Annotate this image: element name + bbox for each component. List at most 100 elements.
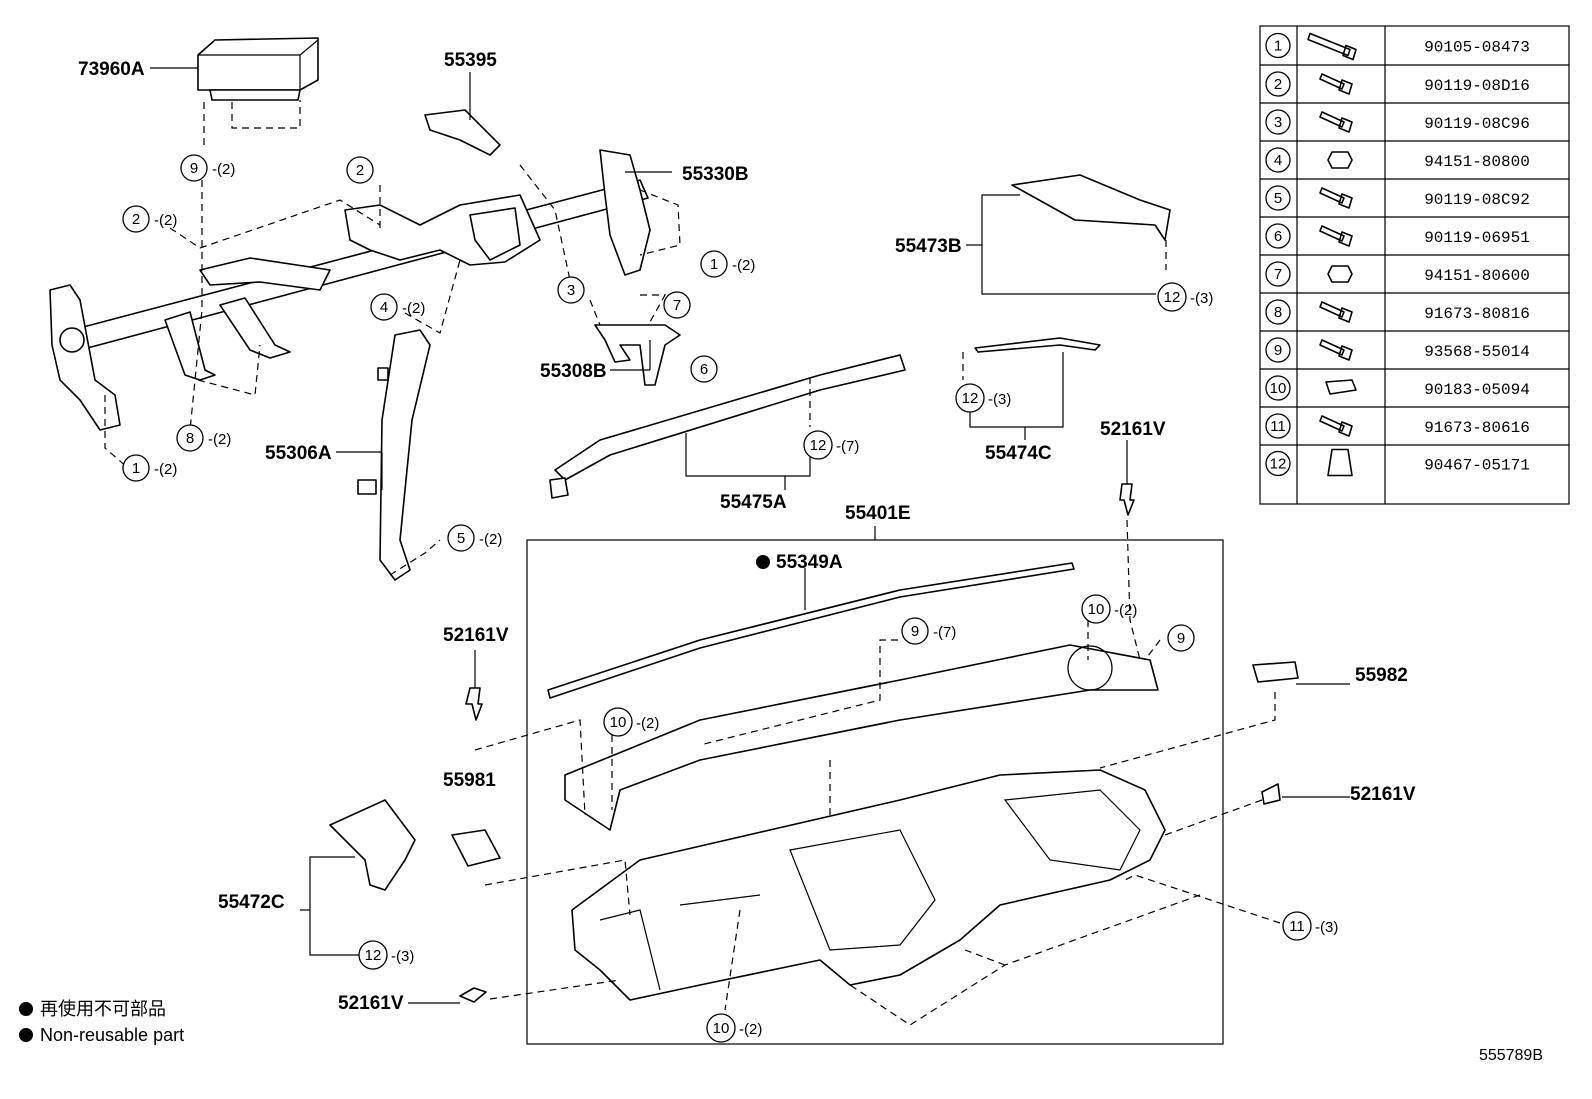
ref-number-circle [1265, 261, 1291, 287]
label-55473B: 55473B [895, 236, 962, 257]
part-number: 90119-08D16 [1424, 77, 1530, 95]
callout-quantity: -(3) [391, 948, 414, 965]
label-55475A: 55475A [720, 492, 787, 513]
part-labels: 73960A 55395 55330B 55473B 55308B 55306A… [78, 50, 1416, 1014]
callout-quantity: -(2) [154, 461, 177, 478]
callout-number: 12 [365, 947, 382, 964]
fastener-table [1259, 25, 1570, 505]
ref-number-circle [1265, 413, 1291, 439]
ref-number-circle [1265, 71, 1291, 97]
fastener-icon [1319, 415, 1353, 437]
fastener-icon [1327, 265, 1353, 283]
part-number: 90119-08C92 [1424, 191, 1530, 209]
part-number: 90119-08C96 [1424, 115, 1530, 133]
callout-number: 1 [132, 460, 140, 477]
label-52161V-left: 52161V [443, 625, 509, 646]
ref-number: 1 [1274, 38, 1282, 55]
callout-number: 3 [567, 282, 575, 299]
fastener-icon [1327, 448, 1353, 477]
label-52161V-bottom: 52161V [338, 993, 404, 1014]
label-55395: 55395 [444, 50, 497, 71]
ref-number: 4 [1274, 152, 1282, 169]
label-73960A: 73960A [78, 59, 145, 80]
callout-quantity: -(3) [988, 391, 1011, 408]
part-number: 94151-80800 [1424, 153, 1530, 171]
callout-number: 11 [1289, 918, 1305, 935]
part-number: 90467-05171 [1424, 457, 1530, 475]
part-number: 94151-80600 [1424, 267, 1530, 285]
legend-dot-icon [19, 1002, 33, 1016]
callout-number: 2 [132, 211, 140, 228]
fastener-icon [1307, 32, 1357, 61]
non-reusable-dot-icon [756, 555, 770, 569]
part-number: 90183-05094 [1424, 381, 1530, 399]
fastener-icon [1319, 111, 1353, 133]
label-55474C: 55474C [985, 443, 1052, 464]
label-55401E: 55401E [845, 503, 911, 524]
part-number: 90105-08473 [1424, 39, 1530, 57]
callout-quantity: -(2) [739, 1021, 762, 1038]
label-52161V-top: 52161V [1100, 419, 1166, 440]
callout-number: 12 [962, 390, 979, 407]
fastener-icon [1319, 339, 1353, 361]
fastener-icon [1325, 379, 1357, 395]
fastener-row: 8 91673-80816 [1260, 292, 1569, 325]
label-55330B: 55330B [682, 164, 749, 185]
callout-circles [122, 154, 1312, 1043]
ref-number: 8 [1274, 304, 1282, 321]
fastener-icon [1327, 151, 1353, 169]
callout-quantity: -(2) [1114, 602, 1137, 619]
fastener-row: 10 90183-05094 [1260, 368, 1569, 401]
callout-number: 8 [186, 430, 194, 447]
callout-quantity: -(2) [636, 715, 659, 732]
legend-en: Non-reusable part [40, 1025, 184, 1045]
ref-number-circle [1265, 337, 1291, 363]
part-number: 91673-80616 [1424, 419, 1530, 437]
callout-number: 9 [911, 623, 919, 640]
callout-number: 10 [713, 1020, 730, 1037]
callout-number: 12 [1164, 289, 1181, 306]
fastener-icon [1319, 225, 1353, 247]
label-55982: 55982 [1355, 665, 1408, 686]
callout-number: 5 [457, 530, 465, 547]
callout-quantity: -(2) [212, 161, 235, 178]
ref-number-circle [1265, 185, 1291, 211]
leader-lines [104, 67, 1350, 1026]
callout-number: 4 [380, 299, 388, 316]
callout-number: 2 [356, 162, 364, 179]
callout-number: 6 [700, 361, 708, 378]
ref-number: 10 [1270, 380, 1287, 397]
fastener-row: 1 90105-08473 [1265, 32, 1530, 61]
ref-number-circle [1265, 109, 1291, 135]
fastener-icon [1319, 187, 1353, 209]
callout-quantity: -(2) [402, 300, 425, 317]
fastener-icon [1319, 301, 1353, 323]
callout-quantity: -(3) [1315, 919, 1338, 936]
callout-quantity: -(3) [1190, 290, 1213, 307]
fastener-row: 4 94151-80800 [1260, 140, 1569, 173]
figure-id: 555789B [1479, 1047, 1543, 1064]
callout-labels: 9-(2)22-(2)1-(2)3764-(2)8-(2)1-(2)5-(2)1… [132, 160, 1339, 1038]
ref-number: 6 [1274, 228, 1282, 245]
callout-quantity: -(7) [836, 438, 859, 455]
callout-quantity: -(2) [732, 257, 755, 274]
callout-number: 1 [710, 256, 718, 273]
legend-dot-icon [19, 1028, 33, 1042]
ref-number: 5 [1274, 190, 1282, 207]
callout-number: 10 [1088, 601, 1105, 618]
dashboard-assembly [329, 483, 1299, 1003]
part-number: 91673-80816 [1424, 305, 1530, 323]
legend-jp: 再使用不可部品 [40, 999, 166, 1019]
ref-number-circle [1265, 375, 1291, 401]
ref-number: 9 [1274, 342, 1282, 359]
ref-number-circle [1265, 450, 1291, 477]
label-55981: 55981 [443, 770, 496, 791]
callout-number: 12 [810, 437, 827, 454]
label-55308B: 55308B [540, 361, 607, 382]
ref-number: 11 [1270, 418, 1286, 435]
